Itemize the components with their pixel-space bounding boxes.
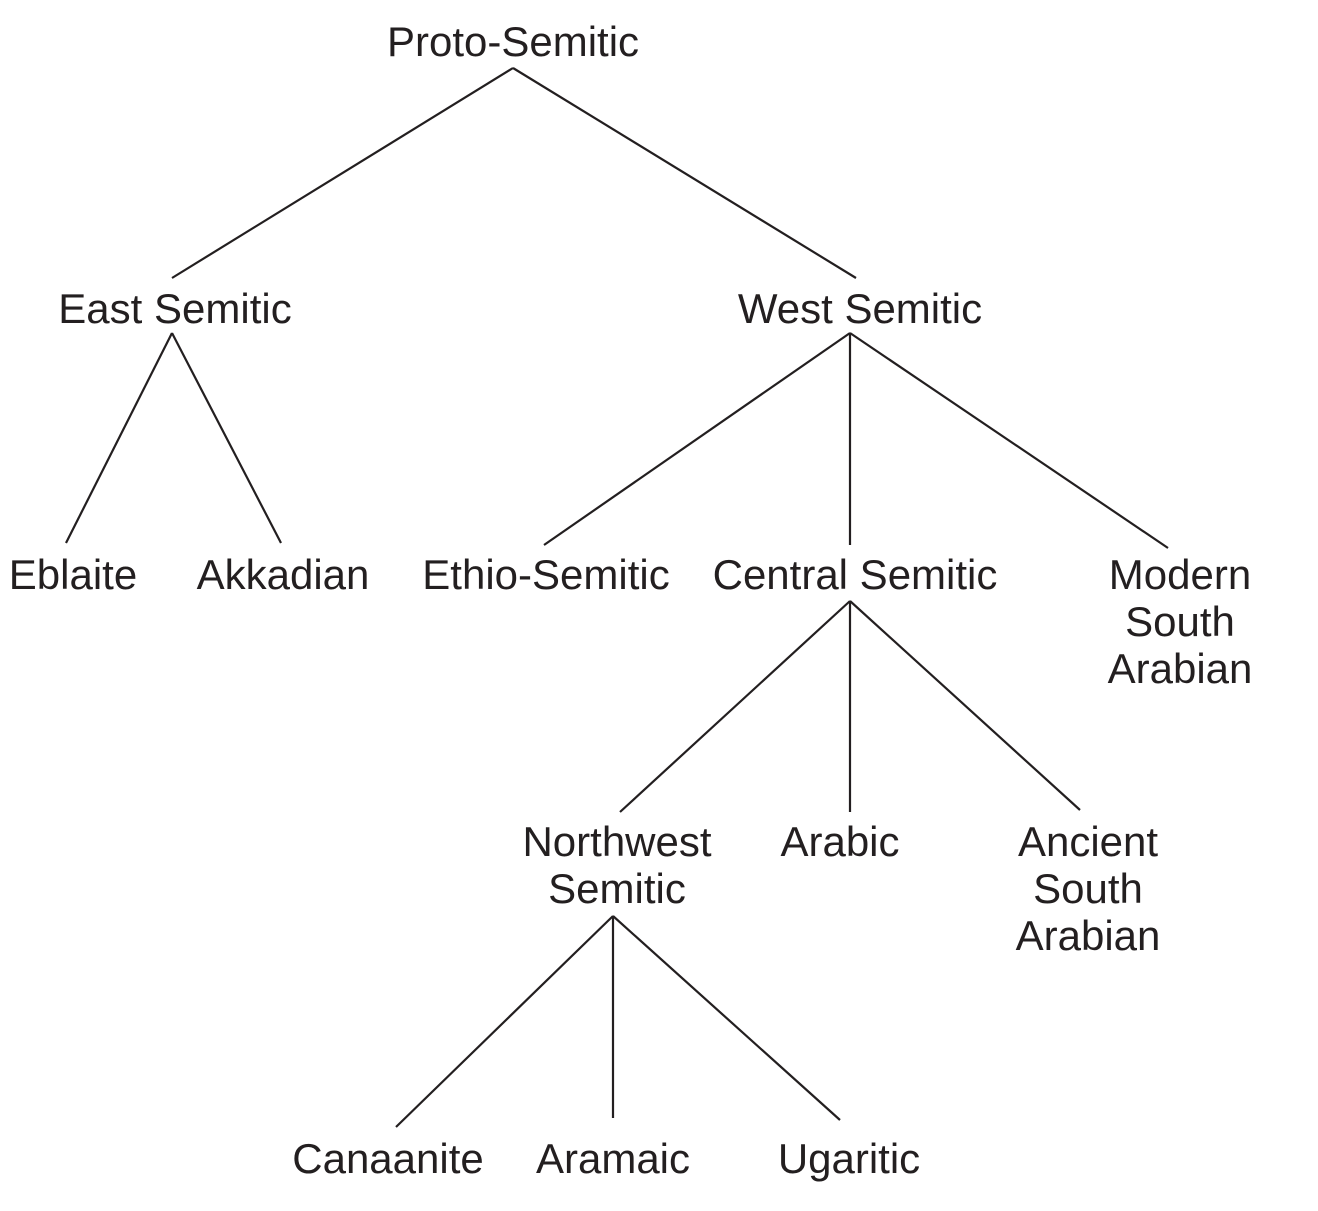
tree-node-proto-semitic: Proto-Semitic	[386, 18, 640, 65]
tree-node-arabic: Arabic	[780, 818, 900, 865]
tree-node-northwest-semitic: Northwest Semitic	[522, 818, 712, 912]
tree-edge-central-to-northwest	[619, 600, 851, 813]
tree-node-east-semitic: East Semitic	[58, 285, 292, 332]
tree-node-aramaic: Aramaic	[535, 1135, 691, 1182]
tree-edge-east-to-akkadian	[171, 332, 282, 544]
tree-node-ugaritic: Ugaritic	[777, 1135, 921, 1182]
tree-edge-west-to-modern-south	[849, 332, 1169, 549]
tree-node-modern-south-arabian: Modern South Arabian	[1107, 551, 1253, 692]
tree-node-canaanite: Canaanite	[292, 1135, 484, 1182]
tree-node-west-semitic: West Semitic	[737, 285, 983, 332]
tree-node-ethio-semitic: Ethio-Semitic	[422, 551, 670, 598]
tree-edge-proto-to-east	[171, 67, 514, 279]
tree-node-ancient-south-arabian: Ancient South Arabian	[1015, 818, 1161, 959]
tree-node-akkadian: Akkadian	[196, 551, 370, 598]
tree-node-central-semitic: Central Semitic	[712, 551, 998, 598]
tree-edge-west-to-ethio	[543, 332, 851, 546]
tree-edge-proto-to-west	[512, 67, 857, 279]
tree-edge-northwest-to-ugaritic	[612, 915, 841, 1121]
tree-node-eblaite: Eblaite	[8, 551, 138, 598]
tree-edge-central-to-ancient-south	[849, 600, 1081, 811]
tree-edge-northwest-to-canaanite	[395, 915, 614, 1128]
tree-edge-east-to-eblaite	[65, 332, 173, 544]
